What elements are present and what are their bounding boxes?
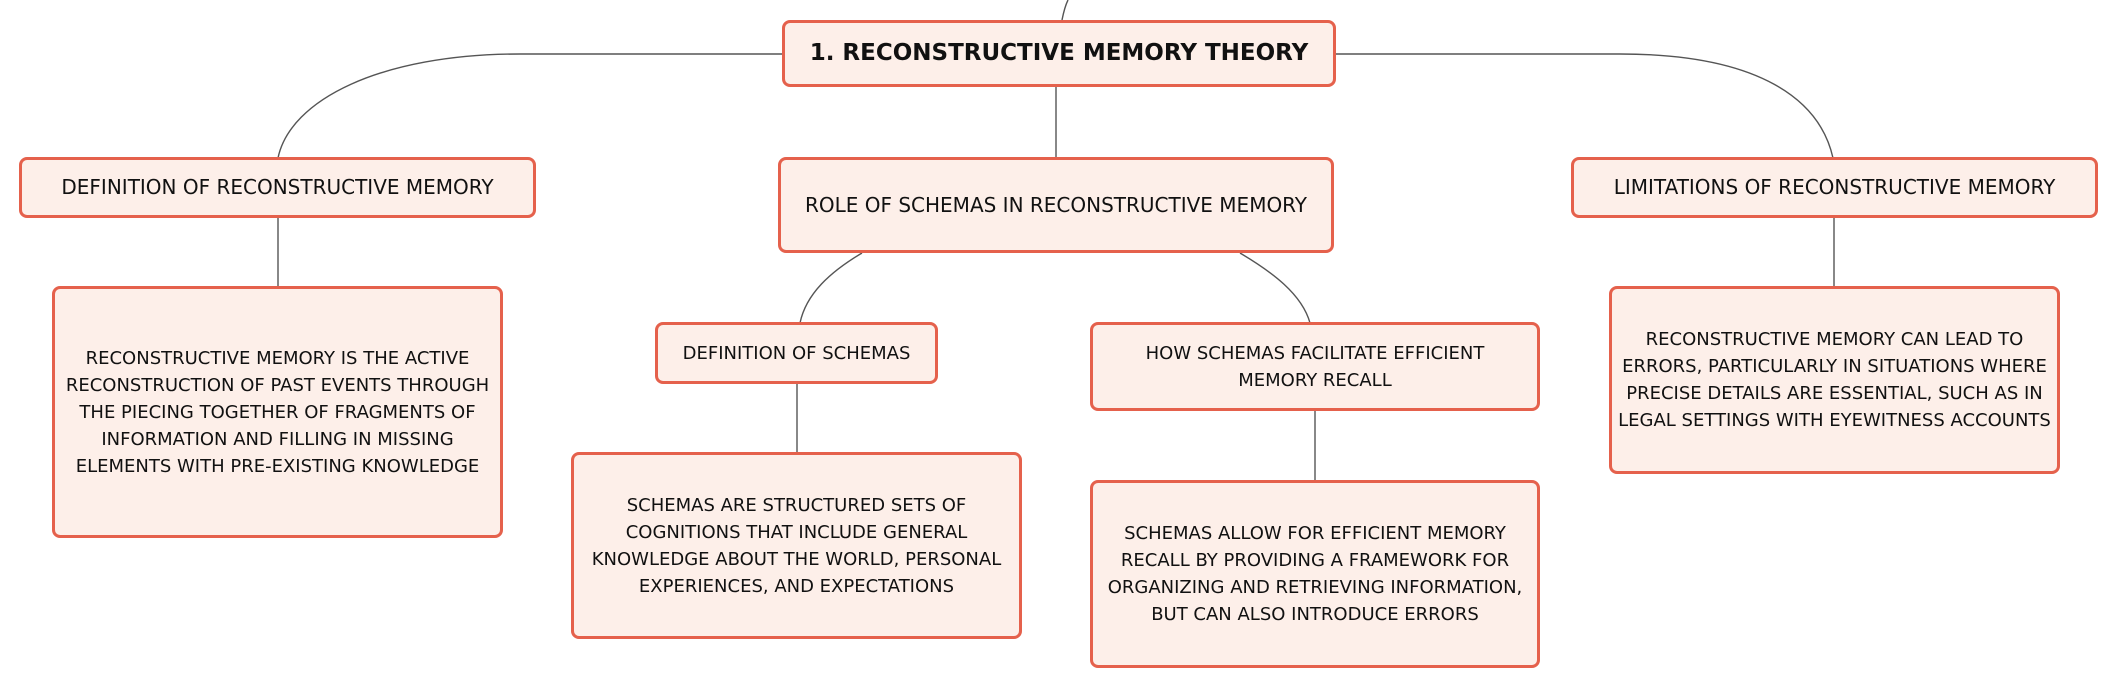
branch-schemas-label: ROLE OF SCHEMAS IN RECONSTRUCTIVE MEMORY [804, 192, 1308, 217]
branch-schemas-node[interactable]: ROLE OF SCHEMAS IN RECONSTRUCTIVE MEMORY [778, 157, 1334, 253]
connector-root-to-limitations [1336, 53, 1834, 159]
schema-definition-detail-text: SCHEMAS ARE STRUCTURED SETS OF COGNITION… [591, 494, 1002, 597]
branch-limitations-node[interactable]: LIMITATIONS OF RECONSTRUCTIVE MEMORY [1571, 157, 2098, 218]
connector-root-to-definition [277, 53, 782, 159]
schema-definition-detail-node[interactable]: SCHEMAS ARE STRUCTURED SETS OF COGNITION… [571, 452, 1022, 639]
schema-recall-node[interactable]: HOW SCHEMAS FACILITATE EFFICIENT MEMORY … [1090, 322, 1540, 411]
connector-root-parent [1061, 0, 1069, 21]
connector-schemas-to-how [1239, 252, 1311, 324]
schema-definition-label: DEFINITION OF SCHEMAS [682, 342, 911, 364]
limitations-detail-node[interactable]: RECONSTRUCTIVE MEMORY CAN LEAD TO ERRORS… [1609, 286, 2060, 474]
schema-recall-label: HOW SCHEMAS FACILITATE EFFICIENT MEMORY … [1145, 342, 1485, 391]
definition-detail-node[interactable]: RECONSTRUCTIVE MEMORY IS THE ACTIVE RECO… [52, 286, 503, 538]
definition-detail-text: RECONSTRUCTIVE MEMORY IS THE ACTIVE RECO… [65, 347, 490, 477]
connector-schemas-to-definition [799, 252, 863, 324]
limitations-detail-text: RECONSTRUCTIVE MEMORY CAN LEAD TO ERRORS… [1618, 329, 2051, 431]
branch-definition-label: DEFINITION OF RECONSTRUCTIVE MEMORY [61, 175, 494, 199]
schema-definition-node[interactable]: DEFINITION OF SCHEMAS [655, 322, 938, 384]
root-node-label: 1. RECONSTRUCTIVE MEMORY THEORY [809, 40, 1309, 66]
root-node[interactable]: 1. RECONSTRUCTIVE MEMORY THEORY [782, 20, 1336, 87]
branch-limitations-label: LIMITATIONS OF RECONSTRUCTIVE MEMORY [1613, 175, 2056, 199]
schema-recall-detail-node[interactable]: SCHEMAS ALLOW FOR EFFICIENT MEMORY RECAL… [1090, 480, 1540, 668]
branch-definition-node[interactable]: DEFINITION OF RECONSTRUCTIVE MEMORY [19, 157, 536, 218]
schema-recall-detail-text: SCHEMAS ALLOW FOR EFFICIENT MEMORY RECAL… [1107, 523, 1523, 625]
